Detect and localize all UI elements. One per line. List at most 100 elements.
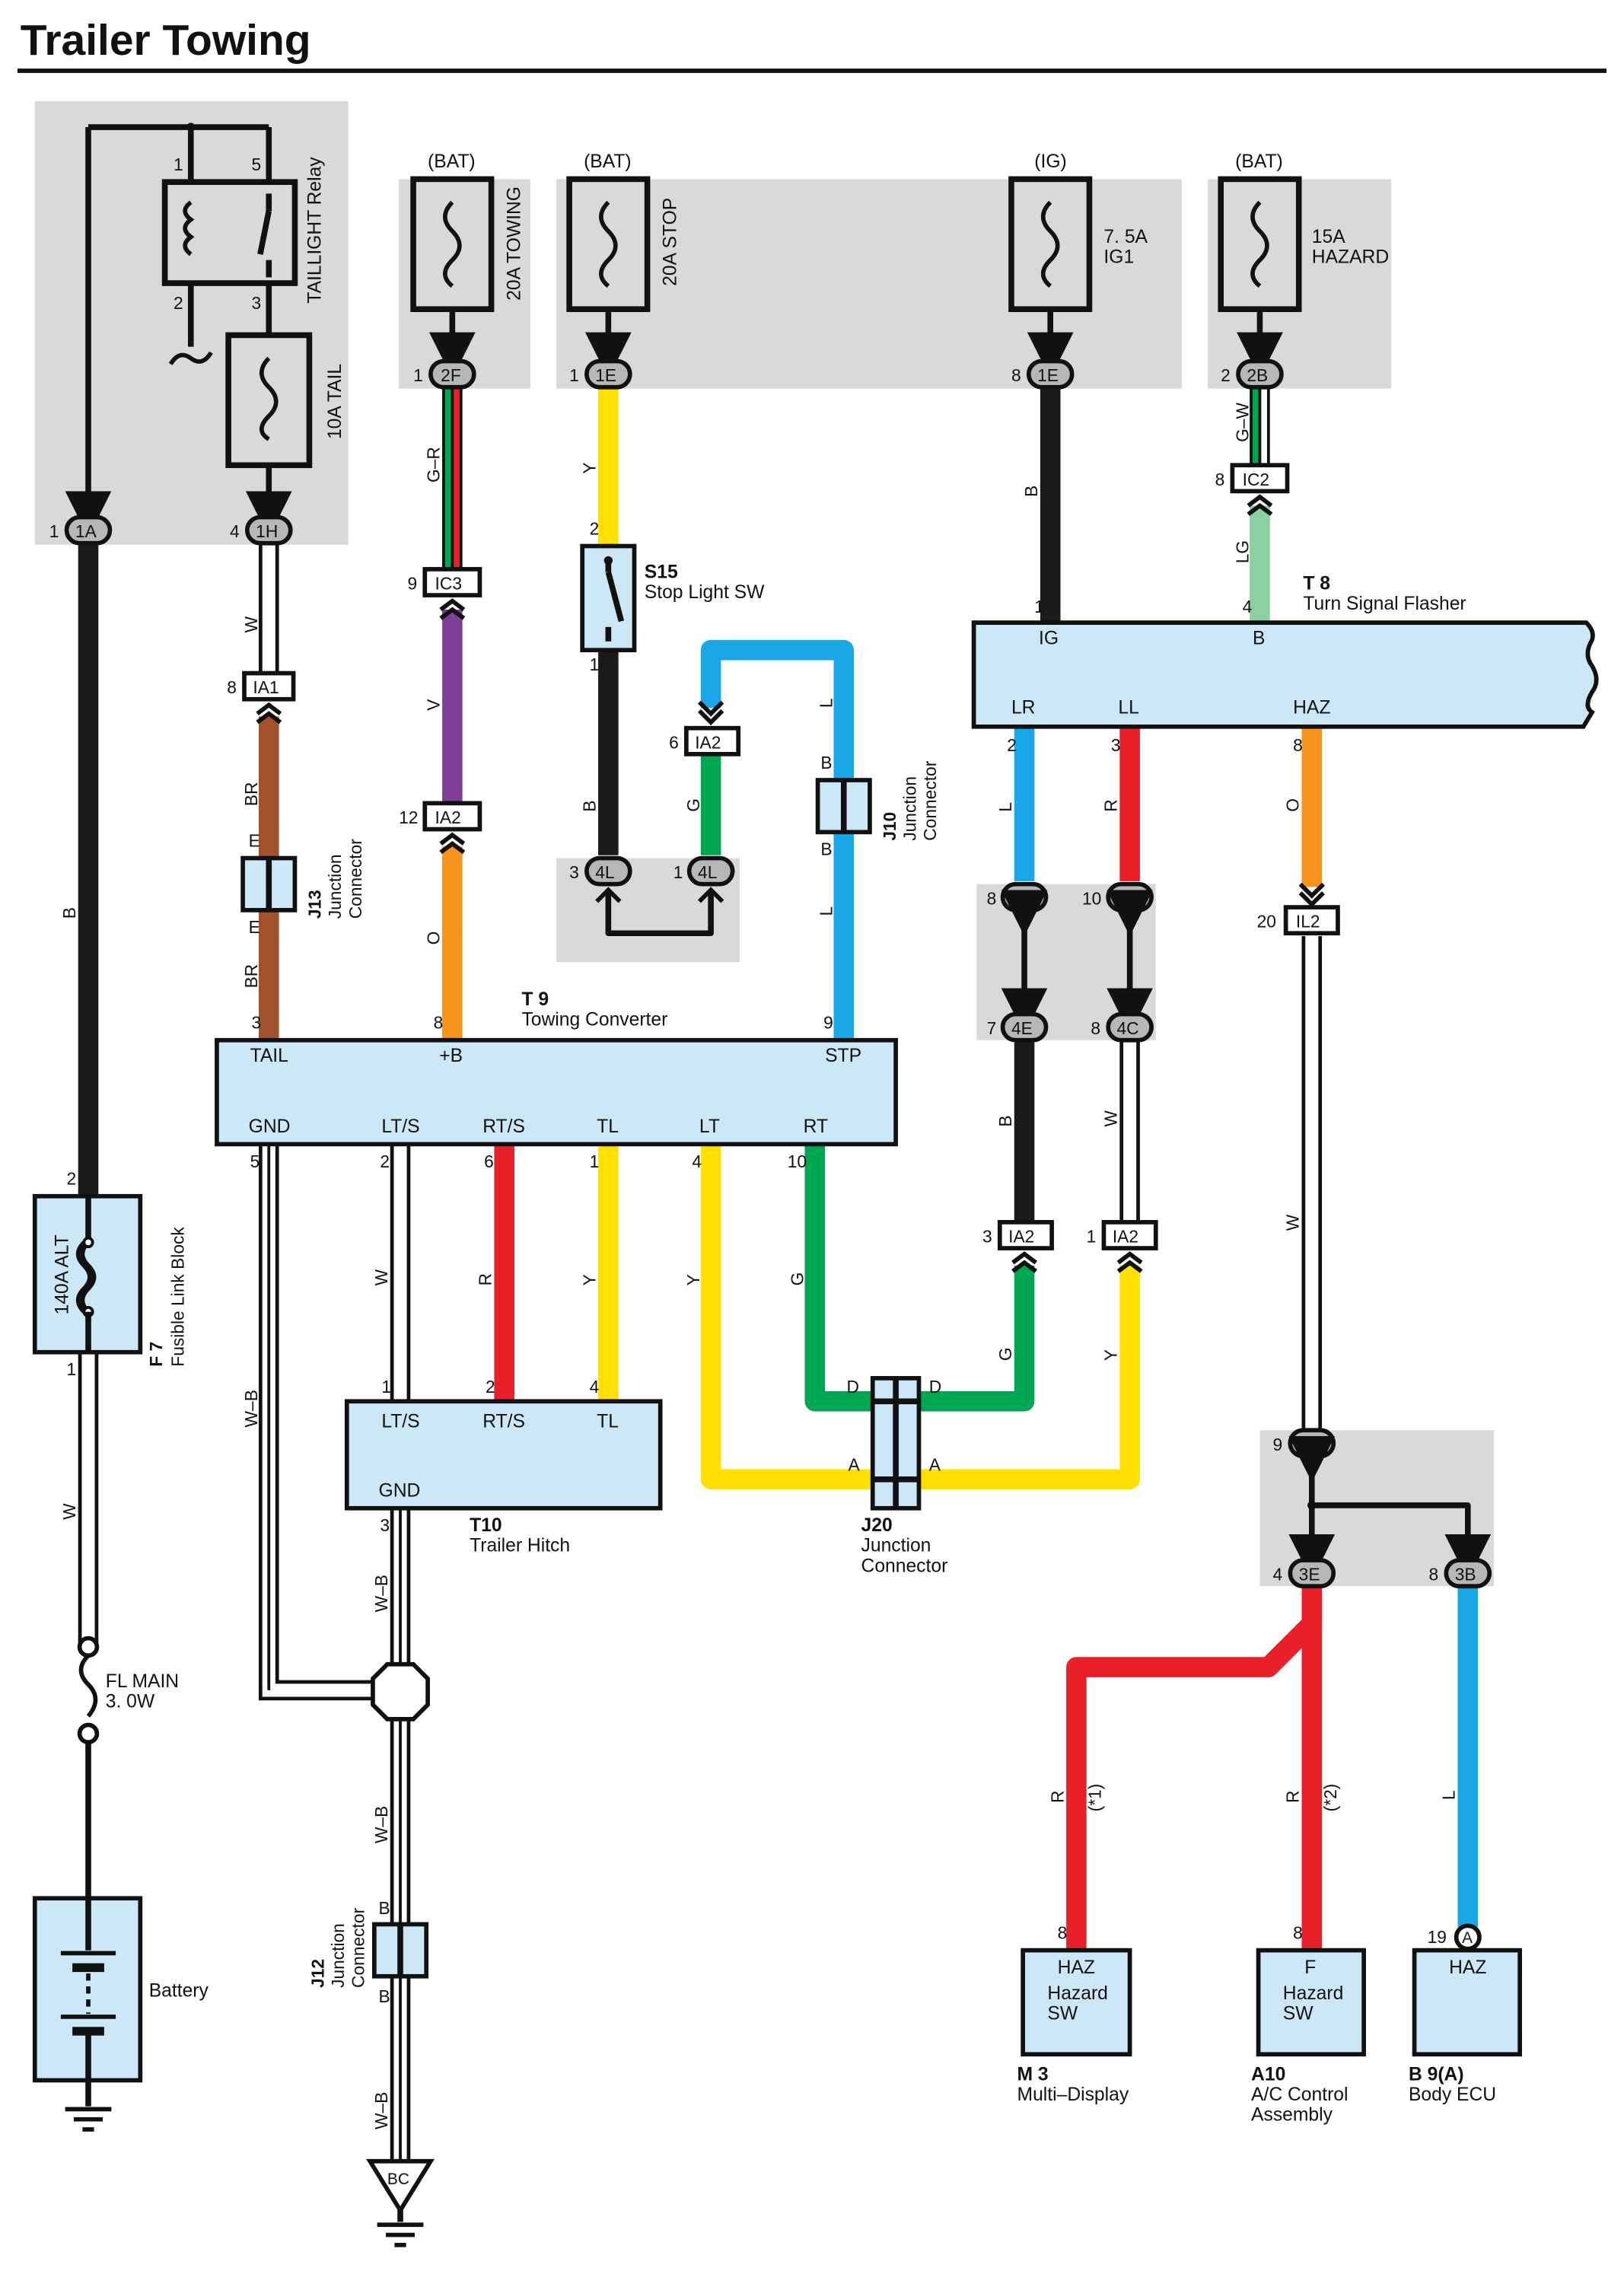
hazard-fuse: 15A HAZARD xyxy=(1218,176,1389,379)
svg-text:8: 8 xyxy=(1293,735,1303,755)
connector-1H: 1H 4 xyxy=(230,514,293,546)
svg-text:A: A xyxy=(1462,1929,1473,1947)
junction-j13: E E J13 Junction Connector xyxy=(240,830,365,937)
svg-text:5: 5 xyxy=(250,1151,260,1171)
svg-text:12: 12 xyxy=(399,807,418,827)
stop-light-switch: 2 1 S15 Stop Light SW xyxy=(580,518,765,674)
connector-1E-ig: 1E 8 xyxy=(1011,358,1075,390)
t9-id: T 9 xyxy=(521,989,549,1010)
svg-text:4: 4 xyxy=(692,1151,702,1171)
connector-2F: 2F 1 xyxy=(413,358,476,390)
t10-name: Trailer Hitch xyxy=(470,1536,570,1556)
fl-main: FL MAIN 3. 0W xyxy=(77,1636,179,1899)
svg-text:4: 4 xyxy=(1273,1565,1283,1585)
svg-text:IA2: IA2 xyxy=(1113,1226,1138,1246)
svg-text:1E: 1E xyxy=(1037,365,1059,385)
svg-text:SW: SW xyxy=(1047,2004,1078,2024)
wire-l-stp xyxy=(700,639,855,1040)
trailer-hitch: 1 2 4 LT/S RT/S TL GND 3 T10 Trailer Hit… xyxy=(344,1377,663,1556)
svg-text:D: D xyxy=(929,1377,941,1397)
svg-text:4L: 4L xyxy=(595,862,614,882)
svg-text:LT: LT xyxy=(699,1116,720,1137)
ground-bc: BC xyxy=(366,2158,435,2247)
svg-text:G: G xyxy=(995,1347,1015,1361)
svg-text:W: W xyxy=(1101,1110,1121,1127)
svg-text:3B: 3B xyxy=(1455,1565,1476,1585)
svg-text:B: B xyxy=(59,907,79,919)
svg-text:4E: 4E xyxy=(1011,888,1033,908)
svg-text:W–B: W–B xyxy=(371,1806,391,1843)
svg-text:HAZ: HAZ xyxy=(1293,698,1330,718)
tail-fuse: 10A TAIL xyxy=(225,332,345,538)
svg-text:W: W xyxy=(1283,1214,1303,1231)
svg-text:+B: +B xyxy=(439,1046,463,1066)
svg-text:Connector: Connector xyxy=(345,839,365,919)
svg-text:G: G xyxy=(683,798,703,812)
svg-text:B: B xyxy=(820,753,832,772)
s15-name: Stop Light SW xyxy=(645,582,765,603)
svg-text:IC2: IC2 xyxy=(1243,470,1269,489)
svg-text:Junction: Junction xyxy=(325,854,345,919)
svg-text:O: O xyxy=(423,932,443,945)
alt-fuse-label: 140A ALT xyxy=(52,1234,72,1314)
battery-label: Battery xyxy=(149,1980,209,2001)
svg-text:W: W xyxy=(59,1503,79,1520)
svg-text:E: E xyxy=(249,917,260,937)
svg-text:Assembly: Assembly xyxy=(1251,2105,1333,2126)
svg-text:V: V xyxy=(423,699,443,711)
body-ecu: A 19 HAZ B 9(A) Body ECU xyxy=(1409,1923,1522,2105)
fl-main-label: FL MAIN xyxy=(106,1671,179,1692)
svg-text:10: 10 xyxy=(1082,888,1101,908)
connector-IC3: IC3 9 xyxy=(407,567,482,620)
svg-text:8: 8 xyxy=(1215,470,1225,489)
svg-text:4L: 4L xyxy=(698,862,717,882)
svg-text:B: B xyxy=(820,839,832,859)
svg-text:1: 1 xyxy=(1034,597,1044,616)
towing-converter: T 9 Towing Converter 3 8 9 TAIL +B STP G… xyxy=(215,989,898,1171)
fusible-link-block: 140A ALT 2 1 F 7 Fusible Link Block xyxy=(32,1169,187,1379)
svg-text:RT: RT xyxy=(804,1116,828,1137)
svg-text:SW: SW xyxy=(1283,2004,1314,2024)
wire-wb-t9-gnd xyxy=(258,1144,379,1701)
svg-text:Hazard: Hazard xyxy=(1047,1983,1107,2004)
svg-text:G–R: G–R xyxy=(423,447,443,483)
svg-text:19: 19 xyxy=(1428,1927,1447,1947)
svg-text:4C: 4C xyxy=(1117,888,1139,908)
svg-text:IA2: IA2 xyxy=(695,732,721,752)
svg-text:2: 2 xyxy=(590,518,600,538)
svg-text:1: 1 xyxy=(1087,1226,1097,1246)
bat-label-3: (BAT) xyxy=(1235,151,1283,172)
svg-text:B: B xyxy=(379,1898,390,1918)
svg-text:BR: BR xyxy=(241,964,261,989)
t8-name: Turn Signal Flasher xyxy=(1303,594,1466,614)
wire-g-t9-rt xyxy=(804,1144,873,1412)
svg-text:F 7: F 7 xyxy=(146,1342,166,1367)
connector-IA2-b: IA2 3 xyxy=(982,1220,1054,1273)
svg-text:Hazard: Hazard xyxy=(1283,1983,1343,2004)
wire-y-lt xyxy=(919,1265,1140,1490)
svg-text:B: B xyxy=(379,1986,390,2006)
svg-text:B: B xyxy=(579,801,599,812)
svg-text:L: L xyxy=(1439,1791,1459,1801)
svg-text:3: 3 xyxy=(569,862,579,882)
stop-fuse-label: 20A STOP xyxy=(661,198,681,286)
svg-text:Body ECU: Body ECU xyxy=(1409,2085,1496,2105)
wire-g-rt xyxy=(919,1265,1035,1412)
connector-IL2: IL2 20 xyxy=(1257,882,1340,936)
connector-4E-4C: 4E 8 4C 10 4E 7 4C 8 xyxy=(987,881,1154,1043)
connector-3B-3E: 3B 9 3E 4 3B 8 xyxy=(1273,1428,1492,1589)
svg-text:BC: BC xyxy=(387,2171,409,2188)
svg-text:TAIL: TAIL xyxy=(250,1046,288,1066)
svg-text:8: 8 xyxy=(1011,365,1021,385)
junction-j20: D D A A J20 Junction Connector xyxy=(847,1376,947,1576)
stop-fuse: 20A STOP xyxy=(566,176,681,379)
svg-text:1: 1 xyxy=(381,1377,391,1397)
svg-text:L: L xyxy=(995,802,1015,812)
wire-gw-hazard xyxy=(1250,387,1270,466)
connector-4L: 4L 3 4L 1 xyxy=(569,855,735,937)
svg-text:IA1: IA1 xyxy=(253,677,279,697)
junction-j12: B B J12 Junction Connector xyxy=(307,1898,429,2006)
connector-1A: 1A 1 xyxy=(49,491,113,546)
svg-text:1: 1 xyxy=(49,521,59,541)
